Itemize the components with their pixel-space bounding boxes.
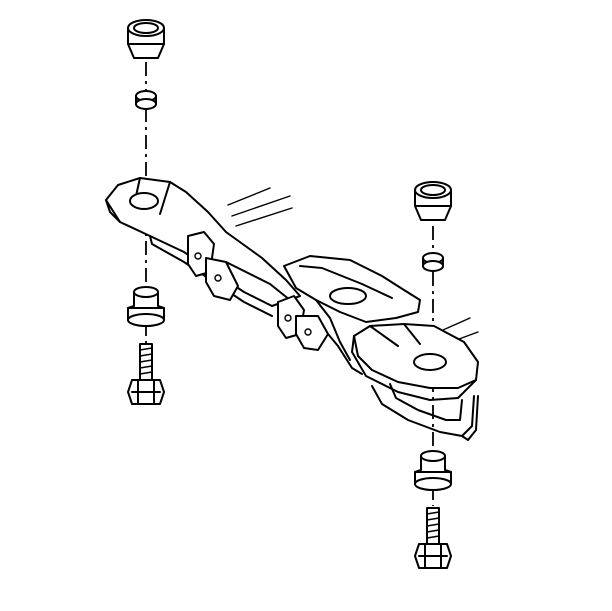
upper-spacer-right	[422, 252, 444, 272]
upper-insulator-right	[414, 181, 452, 221]
upper-spacer-left	[135, 90, 157, 110]
lower-insulator-left	[127, 286, 165, 327]
lower-insulator-right	[414, 450, 452, 491]
upper-insulator-left	[127, 19, 165, 59]
frame-crossmember	[105, 177, 479, 441]
mount-bolt-left	[127, 343, 165, 405]
mount-bolt-right	[414, 507, 452, 569]
